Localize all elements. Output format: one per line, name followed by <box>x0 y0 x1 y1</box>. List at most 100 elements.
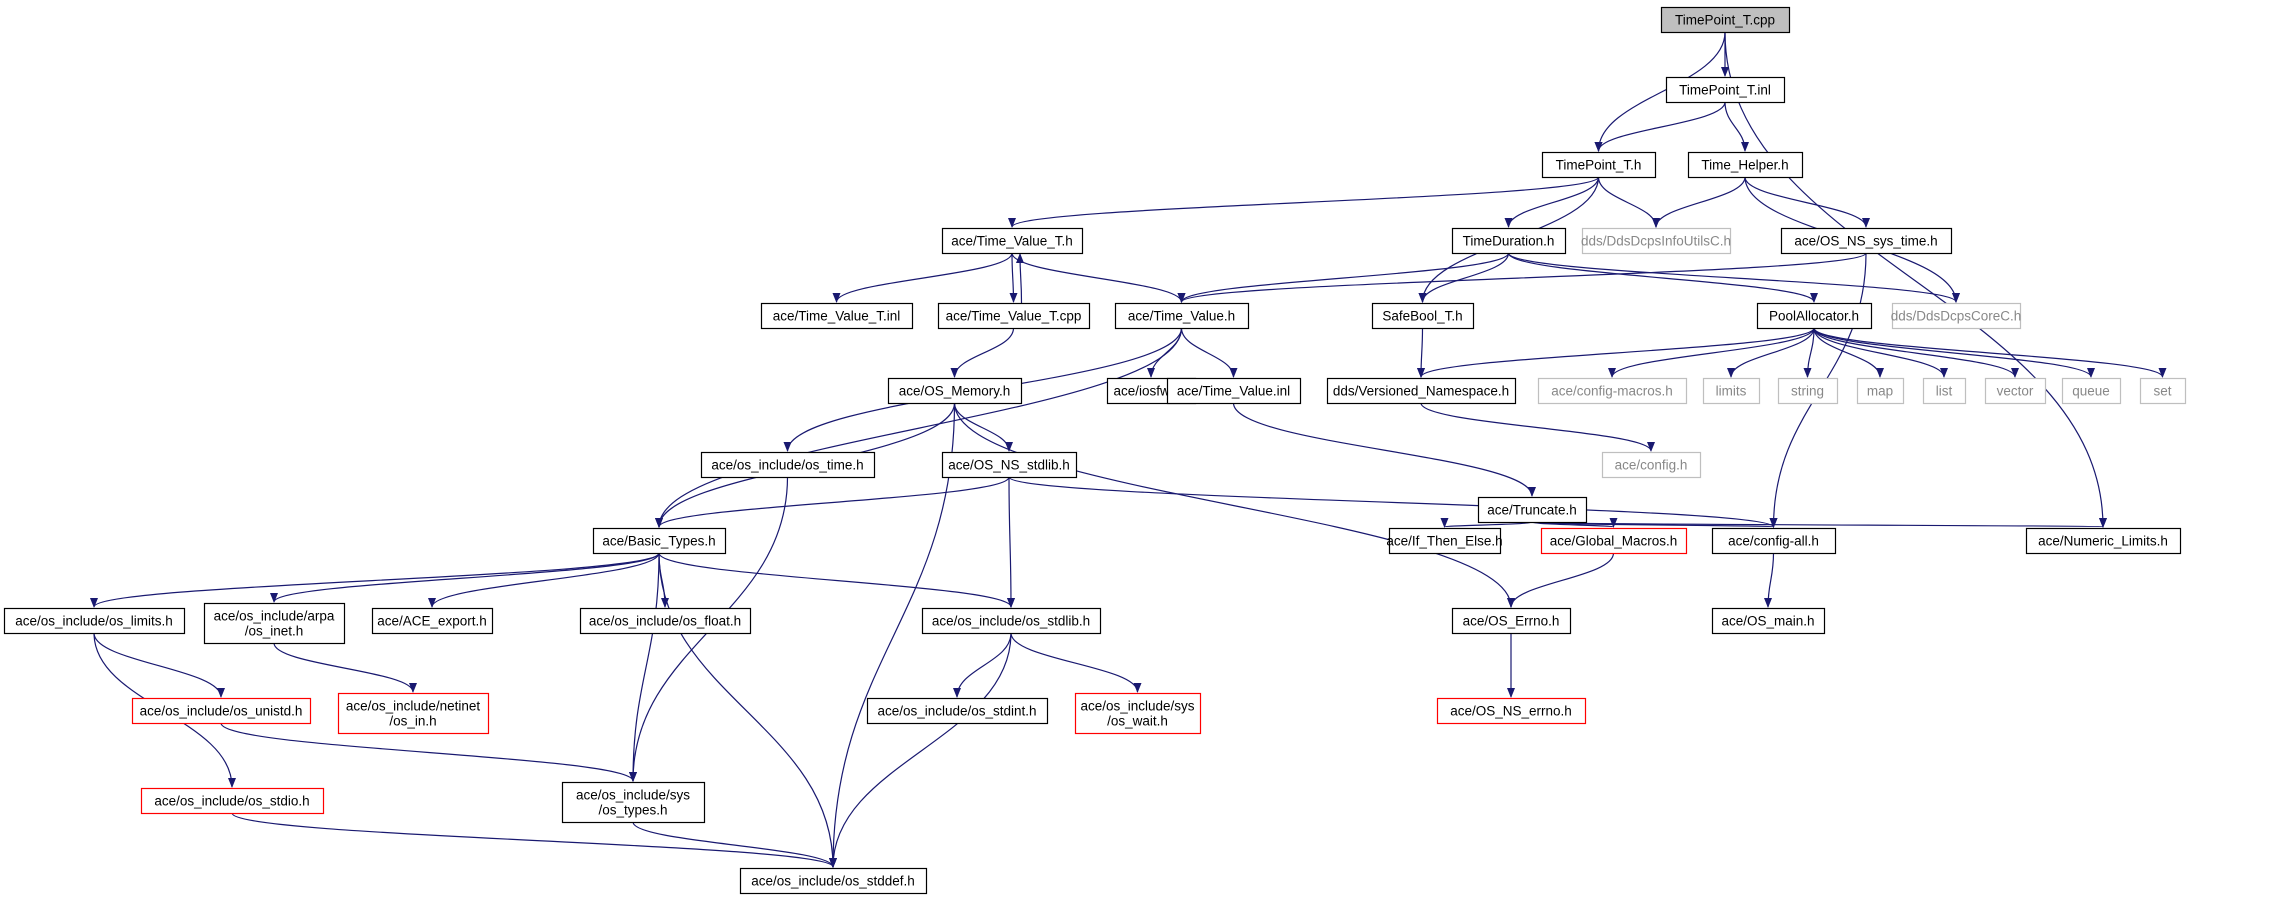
node-n4[interactable]: ace/Time_Value_T.h <box>941 227 1084 255</box>
node-box <box>131 697 312 725</box>
node-n41[interactable]: ace/OS_main.h <box>1711 607 1826 635</box>
node-box <box>937 302 1091 330</box>
node-n39[interactable]: ace/os_include/os_stdlib.h <box>921 607 1102 635</box>
node-n3[interactable]: Time_Helper.h <box>1687 151 1804 179</box>
node-label: ace/Time_Value_T.inl <box>773 309 901 324</box>
node-n40[interactable]: ace/OS_Errno.h <box>1451 607 1572 635</box>
edge-n12-n22 <box>1813 327 1948 378</box>
node-label: ace/os_include/os_stdio.h <box>154 794 309 809</box>
node-box <box>1540 527 1688 555</box>
node-n43[interactable]: ace/os_include/netinet/os_in.h <box>337 692 490 735</box>
node-box <box>1665 76 1786 104</box>
node-box <box>3 607 186 635</box>
node-n0[interactable]: TimePoint_T.cpp <box>1660 6 1791 34</box>
node-box <box>2061 377 2122 405</box>
node-label: dds/DdsDcpsCoreC.h <box>1891 309 2022 324</box>
node-n8[interactable]: ace/Time_Value_T.inl <box>760 302 914 330</box>
edge-n30-n37 <box>428 552 660 608</box>
node-n35[interactable]: ace/os_include/os_limits.h <box>3 607 186 635</box>
node-label: ace/Basic_Types.h <box>602 534 715 549</box>
node-n10[interactable]: ace/Time_Value.h <box>1114 302 1250 330</box>
edge-n1-n3 <box>1724 101 1749 152</box>
node-n11[interactable]: SafeBool_T.h <box>1371 302 1475 330</box>
node-label: map <box>1867 384 1893 399</box>
node-box <box>1114 302 1250 330</box>
node-n45[interactable]: ace/os_include/sys/os_wait.h <box>1074 692 1202 735</box>
node-box <box>561 781 706 824</box>
node-label: ace/OS_NS_errno.h <box>1450 704 1572 719</box>
node-label: TimePoint_T.h <box>1556 158 1642 173</box>
node-label: Time_Helper.h <box>1701 158 1788 173</box>
node-label: vector <box>1997 384 2034 399</box>
node-n12[interactable]: PoolAllocator.h <box>1756 302 1873 330</box>
node-label: set <box>2153 384 2171 399</box>
edge-n30-n36 <box>270 552 660 603</box>
edge-n14-n27 <box>953 402 1013 452</box>
node-label: SafeBool_T.h <box>1382 309 1462 324</box>
node-box <box>1388 527 1502 555</box>
node-n24: queue <box>2061 377 2122 405</box>
node-n32[interactable]: ace/Global_Macros.h <box>1540 527 1688 555</box>
node-box <box>1166 377 1302 405</box>
edge-n4-n9 <box>1009 252 1018 303</box>
edge-n39-n45 <box>1010 632 1142 693</box>
edge-n5-n12 <box>1507 252 1818 303</box>
node-n48[interactable]: ace/os_include/sys/os_types.h <box>561 781 706 824</box>
node-box <box>1326 377 1517 405</box>
node-label: /os_types.h <box>598 803 667 818</box>
node-n16[interactable]: ace/Time_Value.inl <box>1166 377 1302 405</box>
edge-n4-n8 <box>832 252 1013 303</box>
node-label: ace/ACE_export.h <box>377 614 487 629</box>
node-n5[interactable]: TimeDuration.h <box>1451 227 1567 255</box>
edge-n5-n10 <box>1177 252 1510 303</box>
edge-n14-n40 <box>953 402 1515 608</box>
edge-n27-n39 <box>1006 476 1015 608</box>
node-n38[interactable]: ace/os_include/os_float.h <box>579 607 752 635</box>
node-box <box>1436 697 1587 725</box>
node-box <box>1581 227 1732 255</box>
edge-n12-n20 <box>1803 327 1815 378</box>
node-n9[interactable]: ace/Time_Value_T.cpp <box>937 302 1091 330</box>
node-n14[interactable]: ace/OS_Memory.h <box>887 377 1023 405</box>
node-label: ace/os_include/sys <box>576 788 690 803</box>
edge-n30-n38 <box>658 552 669 608</box>
node-n42[interactable]: ace/os_include/os_unistd.h <box>131 697 312 725</box>
node-box <box>592 527 727 555</box>
node-label: PoolAllocator.h <box>1769 309 1859 324</box>
node-n49[interactable]: ace/os_include/os_stddef.h <box>739 867 928 895</box>
node-label: dds/Versioned_Namespace.h <box>1333 384 1509 399</box>
edge-n30-n48 <box>629 552 660 782</box>
node-n27[interactable]: ace/OS_NS_stdlib.h <box>941 451 1078 479</box>
node-n22: list <box>1922 377 1967 405</box>
node-box <box>921 607 1102 635</box>
node-n20: string <box>1777 377 1839 405</box>
node-n29[interactable]: ace/Truncate.h <box>1477 496 1588 524</box>
node-n7[interactable]: ace/OS_NS_sys_time.h <box>1780 227 1953 255</box>
edge-n12-n25 <box>1813 327 2167 378</box>
node-n47[interactable]: ace/os_include/os_stdio.h <box>140 787 325 815</box>
node-n44[interactable]: ace/os_include/os_stdint.h <box>866 697 1049 725</box>
node-n17[interactable]: dds/Versioned_Namespace.h <box>1326 377 1517 405</box>
node-n30[interactable]: ace/Basic_Types.h <box>592 527 727 555</box>
node-label: /os_in.h <box>389 714 436 729</box>
node-n31[interactable]: ace/If_Then_Else.h <box>1386 527 1503 555</box>
node-n26[interactable]: ace/os_include/os_time.h <box>700 451 876 479</box>
node-n1[interactable]: TimePoint_T.inl <box>1665 76 1786 104</box>
node-n36[interactable]: ace/os_include/arpa/os_inet.h <box>203 602 346 645</box>
node-label: ace/OS_main.h <box>1721 614 1814 629</box>
edge-n12-n19 <box>1727 327 1815 378</box>
edge-n3-n7 <box>1744 176 1870 228</box>
node-n2[interactable]: TimePoint_T.h <box>1541 151 1657 179</box>
edge-n48-n49 <box>632 821 837 868</box>
edge-n9-n14 <box>950 327 1015 378</box>
edge-n27-n33 <box>1008 476 1778 528</box>
node-n46[interactable]: ace/OS_NS_errno.h <box>1436 697 1587 725</box>
node-n18: ace/config-macros.h <box>1537 377 1688 405</box>
node-box <box>1660 6 1791 34</box>
node-n37[interactable]: ace/ACE_export.h <box>371 607 494 635</box>
node-n33[interactable]: ace/config-all.h <box>1711 527 1837 555</box>
node-n34[interactable]: ace/Numeric_Limits.h <box>2025 527 2182 555</box>
node-box <box>1702 377 1761 405</box>
node-label: ace/config-all.h <box>1728 534 1819 549</box>
